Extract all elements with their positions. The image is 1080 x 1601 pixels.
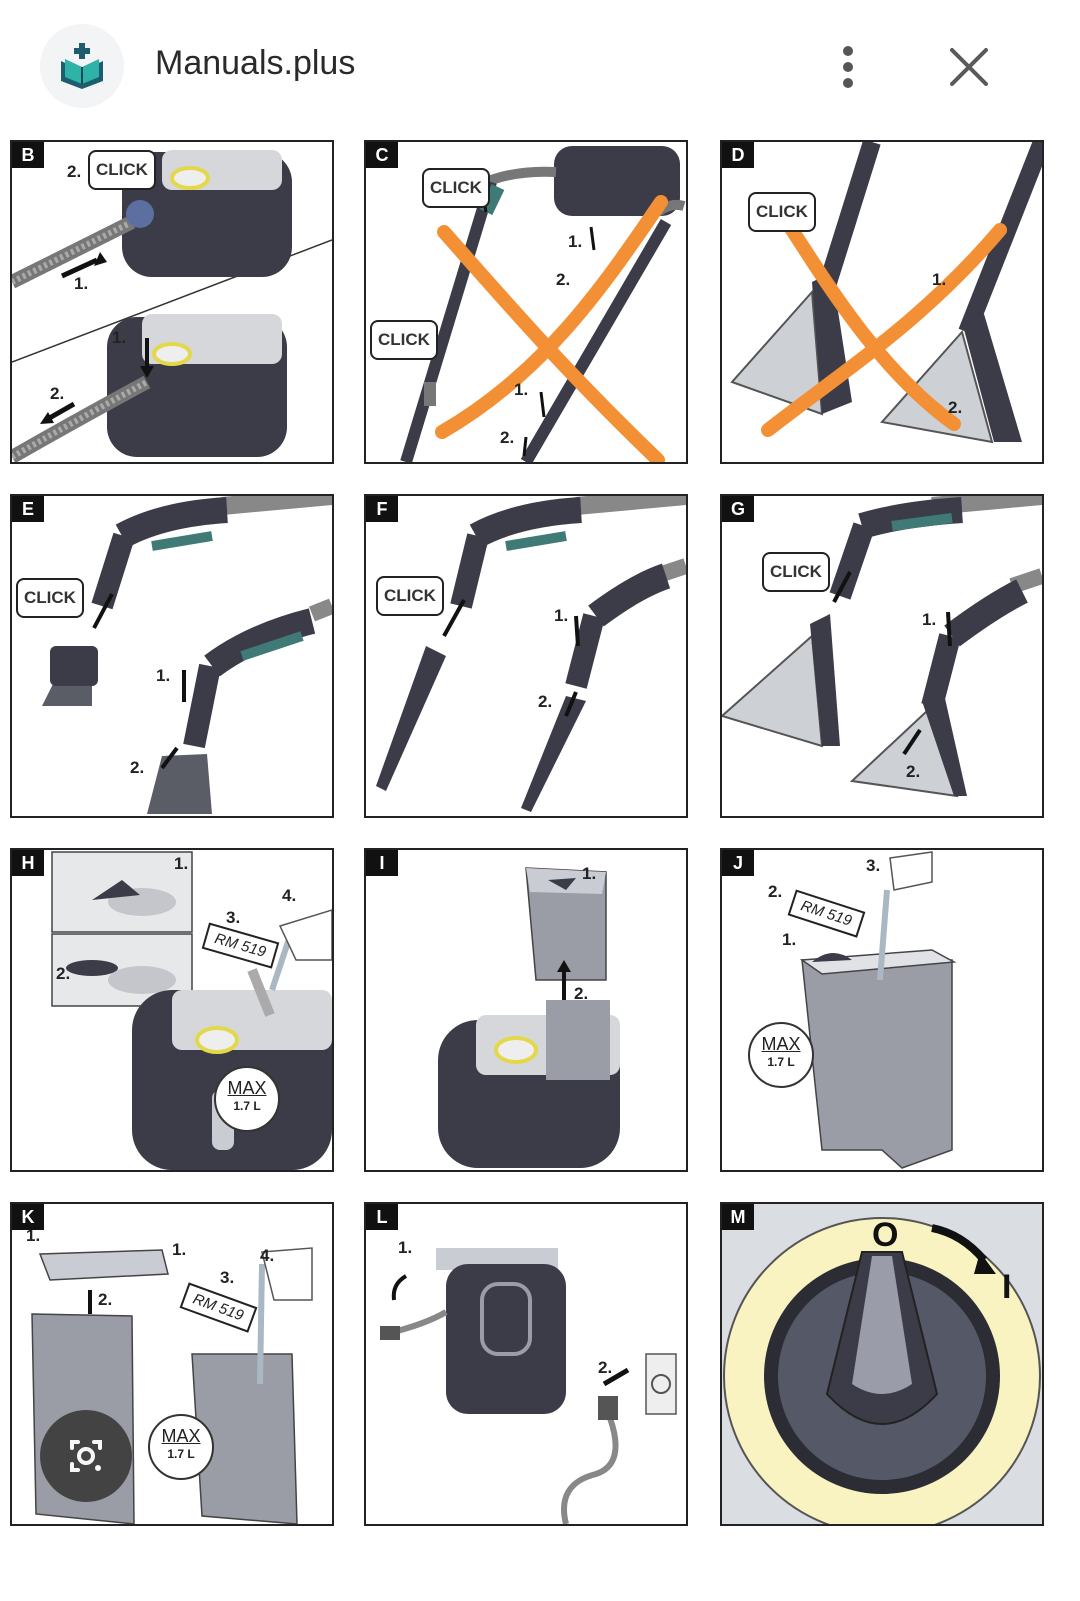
- max-label: MAX: [761, 1034, 801, 1054]
- max-volume: 1.7 L: [767, 1055, 795, 1069]
- panel-b: B CLICK 2. 1. 1. 2.: [10, 140, 334, 464]
- panel-f: F CLICK 1. 2.: [364, 494, 688, 818]
- panel-label: L: [366, 1204, 398, 1230]
- max-label: MAX: [161, 1426, 201, 1446]
- step-label: 4.: [260, 1246, 275, 1265]
- more-vertical-icon: [843, 46, 853, 56]
- panel-j: J 1. 2. 3. RM 519 MAX 1.7 L: [720, 848, 1044, 1172]
- step-label: 2.: [67, 162, 82, 181]
- step-label: 1.: [26, 1226, 41, 1245]
- panel-label: B: [12, 142, 44, 168]
- step-label: 1.: [932, 270, 947, 289]
- max-fill-badge: MAX 1.7 L: [748, 1022, 814, 1088]
- panel-label: J: [722, 850, 754, 876]
- panel-c: C CLICK CLICK 1. 2. 1. 2.: [364, 140, 688, 464]
- click-callout: CLICK: [88, 150, 156, 190]
- step-label: 1.: [554, 606, 569, 625]
- more-options-button[interactable]: [828, 42, 868, 92]
- power-on-label: I: [1002, 1268, 1012, 1306]
- panel-label: E: [12, 496, 44, 522]
- visual-search-button[interactable]: [40, 1410, 132, 1502]
- step-label: 2.: [948, 398, 963, 417]
- more-dot: [843, 62, 853, 72]
- max-volume: 1.7 L: [233, 1099, 261, 1113]
- hose-attach-illustration: [12, 150, 332, 462]
- panel-i: I 1. 2.: [364, 848, 688, 1172]
- panel-m: M O I: [720, 1202, 1044, 1526]
- site-title[interactable]: Manuals.plus: [155, 44, 356, 82]
- panel-g: G CLICK 1. 2.: [720, 494, 1044, 818]
- step-label: 1.: [922, 610, 937, 629]
- spray-nozzle-attach-illustration: [42, 496, 332, 814]
- instruction-image-grid: B CLICK 2. 1. 1. 2. C: [0, 130, 1080, 1601]
- step-label: 2.: [56, 964, 71, 983]
- step-label: 2.: [98, 1290, 113, 1309]
- extension-tube-illustration: [400, 146, 686, 462]
- panel-label: M: [722, 1204, 754, 1230]
- plug-in-illustration: [380, 1248, 677, 1524]
- close-button[interactable]: [945, 43, 993, 91]
- step-label: 2.: [598, 1358, 613, 1377]
- step-label: 1.: [172, 1240, 187, 1259]
- step-label: 2.: [556, 270, 571, 289]
- remove-tank-illustration: [438, 867, 620, 1168]
- panel-label: K: [12, 1204, 44, 1230]
- click-callout: CLICK: [16, 578, 84, 618]
- step-label: 1.: [568, 232, 583, 251]
- panel-label: C: [366, 142, 398, 168]
- top-bar: Manuals.plus: [0, 0, 1080, 130]
- step-label: 2.: [538, 692, 553, 711]
- step-label: 4.: [282, 886, 297, 905]
- panel-label: F: [366, 496, 398, 522]
- step-label: 1.: [582, 864, 597, 883]
- panel-h: H 1. 2. 3. 4. RM 519 MAX 1.7 L: [10, 848, 334, 1172]
- step-label: 2.: [50, 384, 65, 403]
- fill-tank-illustration: [799, 851, 957, 1169]
- crevice-nozzle-illustration: [376, 496, 686, 812]
- max-fill-badge: MAX 1.7 L: [148, 1414, 214, 1480]
- step-label: 3.: [226, 908, 241, 927]
- step-label: 1.: [156, 666, 171, 685]
- click-callout: CLICK: [422, 168, 490, 208]
- panel-label: I: [366, 850, 398, 876]
- click-callout: CLICK: [762, 552, 830, 592]
- step-label: 3.: [220, 1268, 235, 1287]
- panel-e: E CLICK 1. 2.: [10, 494, 334, 818]
- step-label: 2.: [906, 762, 921, 781]
- lens-search-icon: [70, 1440, 102, 1472]
- panel-d: D CLICK 1. 2.: [720, 140, 1044, 464]
- step-label: 2.: [768, 882, 783, 901]
- power-switch-illustration: [722, 1204, 1042, 1524]
- click-callout: CLICK: [370, 320, 438, 360]
- upholstery-nozzle-illustration: [730, 142, 1042, 444]
- site-logo[interactable]: [40, 24, 124, 108]
- step-label: 1.: [174, 854, 189, 873]
- book-plus-icon: [61, 43, 103, 89]
- panel-l: L 1. 2.: [364, 1202, 688, 1526]
- step-label: 3.: [866, 856, 881, 875]
- step-label: 2.: [130, 758, 145, 777]
- step-label: 2.: [500, 428, 515, 447]
- max-label: MAX: [227, 1078, 267, 1098]
- step-label: 1.: [782, 930, 797, 949]
- click-callout: CLICK: [376, 576, 444, 616]
- step-label: 1.: [112, 328, 127, 347]
- panel-label: G: [722, 496, 754, 522]
- wide-nozzle-attach-illustration: [722, 496, 1042, 798]
- step-label: 2.: [574, 984, 589, 1003]
- max-fill-badge: MAX 1.7 L: [214, 1066, 280, 1132]
- power-off-label: O: [872, 1216, 899, 1254]
- panel-label: D: [722, 142, 754, 168]
- step-label: 1.: [398, 1238, 413, 1257]
- max-volume: 1.7 L: [167, 1447, 195, 1461]
- panel-label: H: [12, 850, 44, 876]
- step-label: 1.: [74, 274, 89, 293]
- step-label: 1.: [514, 380, 529, 399]
- click-callout: CLICK: [748, 192, 816, 232]
- more-dot: [843, 78, 853, 88]
